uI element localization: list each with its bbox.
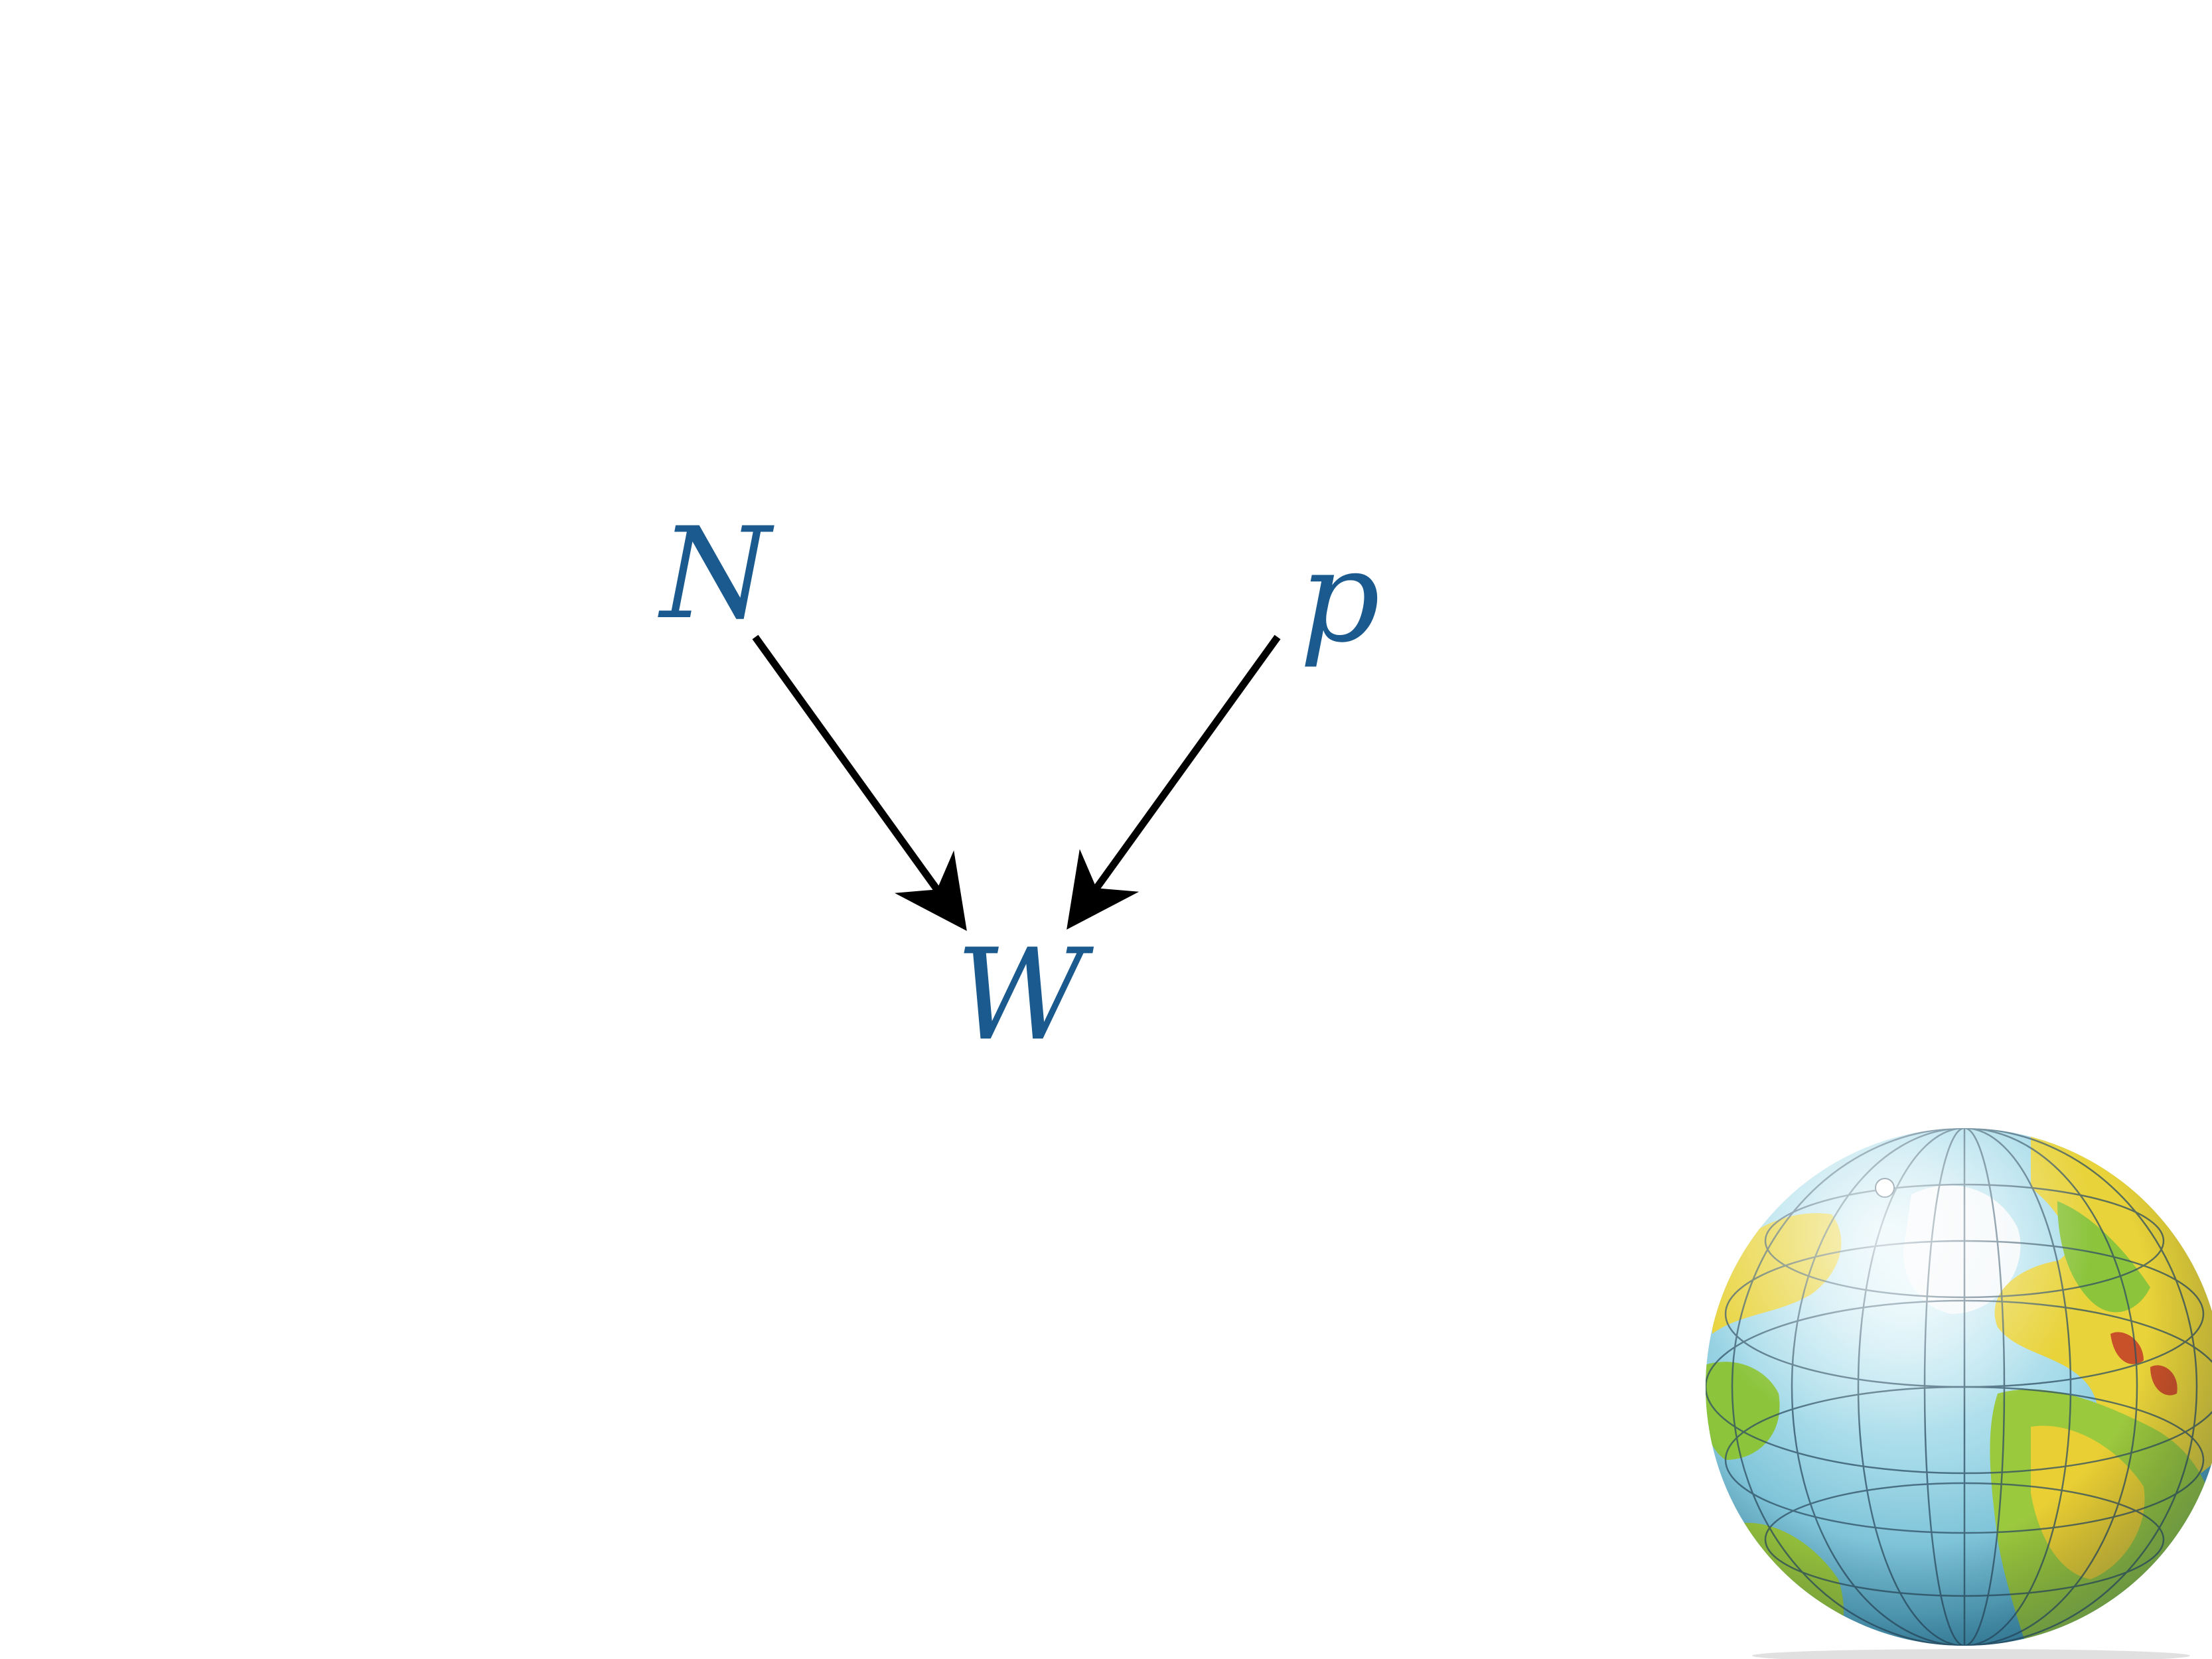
node-n: N [660,500,771,647]
node-p: p [1299,524,1380,670]
globe-icon [1706,1128,2212,1659]
node-w: W [956,922,1086,1068]
arrow-n-to-w [752,634,967,931]
arrow-p-to-w [1067,634,1281,930]
